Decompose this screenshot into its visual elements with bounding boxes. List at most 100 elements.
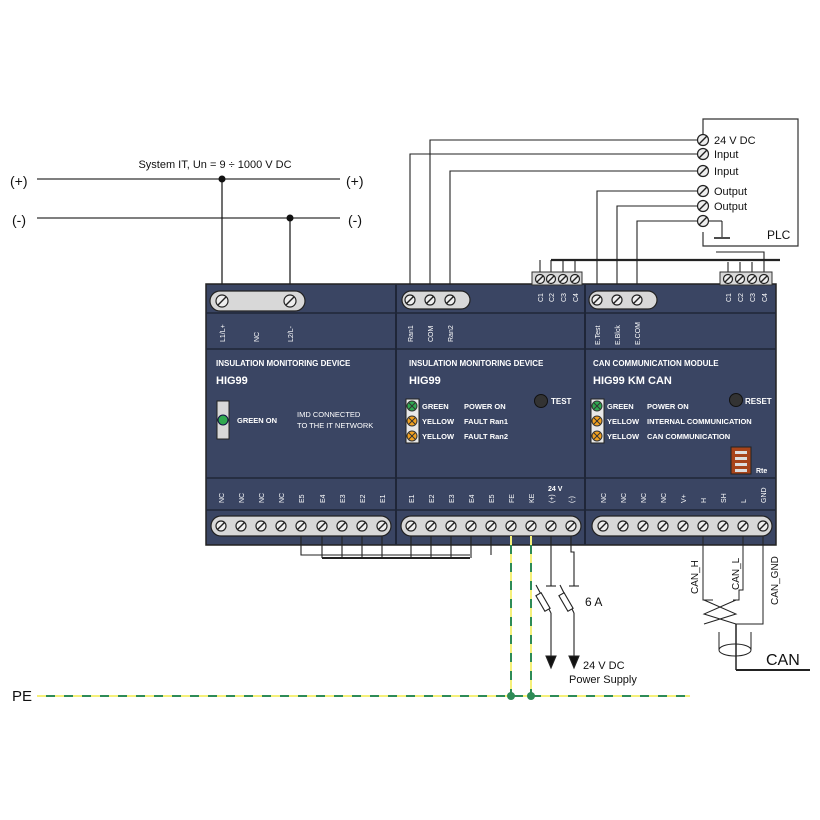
- test-button[interactable]: [534, 394, 548, 408]
- terminal-screw[interactable]: [611, 294, 623, 306]
- terminal-label: NC: [279, 493, 286, 503]
- terminal-screw[interactable]: [316, 520, 328, 532]
- terminal-screw[interactable]: [597, 520, 609, 532]
- terminal-label: NC: [219, 493, 226, 503]
- terminal-screw[interactable]: [376, 520, 388, 532]
- status-led: [591, 400, 603, 412]
- terminal-label: E1: [409, 494, 416, 503]
- terminal-screw[interactable]: [235, 520, 247, 532]
- terminal-label: C1: [538, 293, 545, 302]
- terminal-screw[interactable]: [534, 273, 546, 285]
- terminal-screw[interactable]: [295, 520, 307, 532]
- led-color-label: YELLOW: [422, 417, 455, 426]
- terminal-label: L2/L-: [288, 325, 295, 342]
- plc-terminal-screw[interactable]: [696, 164, 710, 178]
- can-h-label: CAN_H: [690, 560, 701, 594]
- terminal-screw[interactable]: [445, 520, 457, 532]
- minus-right-label: (-): [348, 212, 362, 228]
- terminal-screw[interactable]: [557, 273, 569, 285]
- led-desc-label: FAULT Ran2: [464, 432, 508, 441]
- terminal-screw[interactable]: [569, 273, 581, 285]
- terminal-screw[interactable]: [734, 273, 746, 285]
- terminal-screw[interactable]: [215, 294, 229, 308]
- terminal-screw[interactable]: [405, 520, 417, 532]
- plc-terminal-screw[interactable]: [696, 184, 710, 198]
- terminal-screw[interactable]: [758, 273, 770, 285]
- led-color-label: GREEN: [422, 402, 449, 411]
- dip-switch-label: Rte: [756, 468, 767, 475]
- terminal-screw[interactable]: [757, 520, 769, 532]
- terminal-screw[interactable]: [677, 520, 689, 532]
- terminal-screw[interactable]: [424, 294, 436, 306]
- terminal-screw[interactable]: [425, 520, 437, 532]
- terminal-screw[interactable]: [545, 520, 557, 532]
- terminal-label: KE: [529, 493, 536, 503]
- reset-button-label: RESET: [745, 397, 772, 406]
- led-color-label: YELLOW: [422, 432, 455, 441]
- terminal-screw[interactable]: [444, 294, 456, 306]
- terminal-screw[interactable]: [637, 520, 649, 532]
- terminal-screw[interactable]: [283, 294, 297, 308]
- e-bridge-wiring: [300, 536, 492, 559]
- terminal-label: V+: [681, 494, 688, 503]
- terminal-screw[interactable]: [737, 520, 749, 532]
- terminal-screw[interactable]: [565, 520, 577, 532]
- terminal-screw[interactable]: [465, 520, 477, 532]
- terminal-label: GND: [761, 487, 768, 503]
- can-bus-label: CAN: [766, 652, 800, 669]
- it-network: System IT, Un = 9 ÷ 1000 V DC (+) (+) (-…: [10, 159, 364, 298]
- terminal-screw[interactable]: [697, 520, 709, 532]
- plc-terminal-label: Input: [714, 166, 738, 178]
- plus-right-label: (+): [346, 173, 364, 189]
- terminal-screw[interactable]: [617, 520, 629, 532]
- terminal-screw[interactable]: [505, 520, 517, 532]
- terminal-label: C4: [573, 293, 580, 302]
- terminal-screw[interactable]: [746, 273, 758, 285]
- module1-led-desc-2: TO THE IT NETWORK: [297, 421, 373, 430]
- terminal-label: NC: [661, 493, 668, 503]
- terminal-screw[interactable]: [255, 520, 267, 532]
- plc-terminal-screw[interactable]: [696, 214, 710, 228]
- reset-button[interactable]: [729, 393, 743, 407]
- termination-dip-switch[interactable]: [730, 446, 752, 475]
- terminal-label: E5: [299, 494, 306, 503]
- can-l-label: CAN_L: [731, 557, 742, 590]
- terminal-screw[interactable]: [356, 520, 368, 532]
- terminal-screw[interactable]: [545, 273, 557, 285]
- terminal-label: C3: [750, 293, 757, 302]
- test-button-label: TEST: [551, 397, 572, 406]
- terminal-label: NC: [239, 493, 246, 503]
- terminal-screw[interactable]: [275, 520, 287, 532]
- terminal-label: NC: [259, 493, 266, 503]
- plc-wiring: [409, 139, 780, 298]
- plc-terminal-screw[interactable]: [696, 147, 710, 161]
- plus-left-label: (+): [10, 173, 28, 189]
- terminal-screw[interactable]: [404, 294, 416, 306]
- terminal-label: C3: [561, 293, 568, 302]
- terminal-label: L: [741, 499, 748, 503]
- terminal-label: H: [701, 498, 708, 503]
- terminal-screw[interactable]: [525, 520, 537, 532]
- terminal-screw[interactable]: [657, 520, 669, 532]
- terminal-screw[interactable]: [215, 520, 227, 532]
- terminal-label: E3: [449, 494, 456, 503]
- status-led: [406, 400, 418, 412]
- plc-terminal-screw[interactable]: [696, 199, 710, 213]
- plc-terminal-screw[interactable]: [696, 133, 710, 147]
- terminal-screw[interactable]: [631, 294, 643, 306]
- terminal-screw[interactable]: [717, 520, 729, 532]
- terminal-label: SH: [721, 493, 728, 503]
- terminal-screw[interactable]: [722, 273, 734, 285]
- terminal-screw[interactable]: [336, 520, 348, 532]
- terminal-label: Ran1: [408, 325, 415, 342]
- led-desc-label: POWER ON: [464, 402, 506, 411]
- terminal-label: FE: [509, 494, 516, 503]
- terminal-label: E1: [380, 494, 387, 503]
- terminal-label: E5: [489, 494, 496, 503]
- terminal-screw[interactable]: [591, 294, 603, 306]
- network-title: System IT, Un = 9 ÷ 1000 V DC: [138, 159, 291, 171]
- terminal-screw[interactable]: [485, 520, 497, 532]
- led-color-label: GREEN: [607, 402, 634, 411]
- power-supply-label: Power Supply: [569, 674, 637, 686]
- module2-supply-label: 24 V: [548, 486, 563, 493]
